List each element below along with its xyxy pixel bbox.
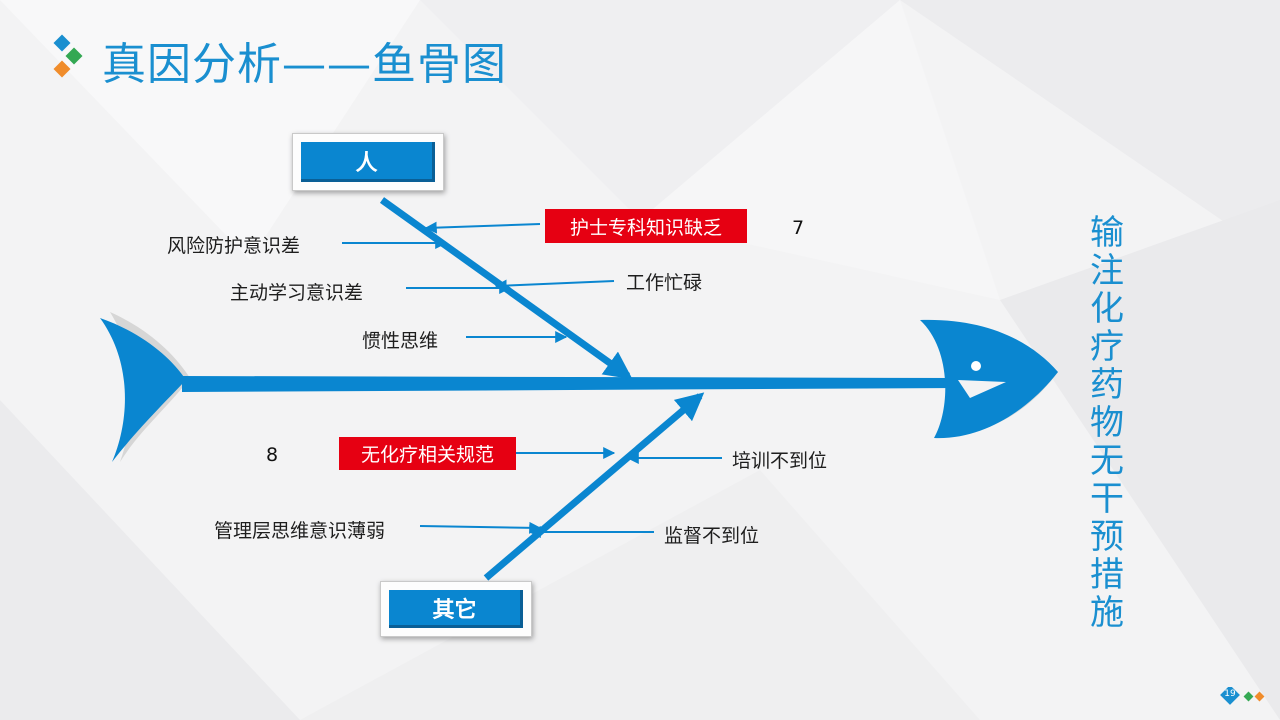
- fish-eye: [971, 361, 981, 371]
- cause-no-norms: 无化疗相关规范: [339, 437, 516, 470]
- category-bottom-box: 其它: [380, 581, 532, 637]
- cause-nurse-knowledge: 护士专科知识缺乏: [545, 209, 747, 243]
- count-top: 7: [792, 217, 805, 239]
- fish-head: [920, 319, 1058, 439]
- count-bottom: 8: [266, 444, 279, 466]
- cause-busy-work: 工作忙碌: [626, 272, 703, 294]
- fish-tail: [100, 318, 186, 462]
- category-top-box: 人: [292, 133, 444, 191]
- bone-bottom: [483, 392, 705, 581]
- cause-active-learning: 主动学习意识差: [230, 282, 364, 304]
- arrow-nurse-knowledge: [424, 221, 541, 234]
- cause-inertia: 惯性思维: [362, 330, 439, 352]
- category-bottom-label: 其它: [389, 590, 523, 628]
- page-number: 19: [1224, 689, 1236, 699]
- page-title: 真因分析——鱼骨图: [102, 39, 507, 90]
- category-top-label: 人: [301, 142, 435, 182]
- cause-supervision: 监督不到位: [664, 525, 760, 547]
- arrow-management: [419, 521, 542, 534]
- page-number-badge: [1220, 687, 1240, 705]
- page-dots-icon: [1243, 691, 1265, 702]
- cause-risk-awareness: 风险防护意识差: [167, 235, 301, 257]
- logo-icon: [53, 34, 83, 78]
- title-area: 真因分析——鱼骨图: [52, 30, 507, 90]
- effect-label: 输注化疗药物无干预措施: [1090, 213, 1124, 633]
- arrow-busy-work: [494, 279, 615, 292]
- cause-management: 管理层思维意识薄弱: [214, 520, 386, 542]
- fish-spine: [182, 376, 960, 392]
- cause-training: 培训不到位: [732, 450, 828, 472]
